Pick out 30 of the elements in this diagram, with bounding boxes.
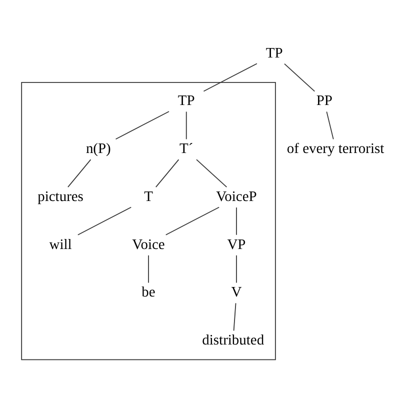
connector — [115, 111, 170, 140]
node-text: distributed — [202, 332, 264, 348]
connector — [203, 63, 258, 92]
connector — [284, 63, 316, 92]
connector — [236, 207, 237, 236]
node-text: of every terrorist — [286, 141, 384, 158]
connector — [165, 206, 220, 236]
connector — [155, 159, 180, 188]
connector — [236, 254, 237, 284]
node-text: T´ — [180, 141, 194, 158]
node-text: T — [144, 188, 153, 205]
node-text: will — [49, 236, 72, 253]
connector — [186, 111, 187, 140]
node-text: TP — [178, 93, 195, 110]
node-text: PP — [316, 93, 332, 110]
connector — [148, 254, 149, 284]
cluster — [21, 82, 276, 360]
connector — [68, 159, 92, 188]
connector — [233, 302, 236, 332]
node-text: n(P) — [86, 141, 111, 158]
node-text: Voice — [132, 236, 165, 253]
node-text: V — [231, 284, 242, 301]
node-text: VP — [227, 236, 246, 253]
node-text: VoiceP — [216, 188, 257, 205]
node-text: TP — [266, 45, 283, 62]
node-text: pictures — [38, 188, 84, 205]
connector — [326, 111, 334, 140]
node-text: be — [142, 284, 156, 301]
connector — [77, 206, 132, 236]
connector — [196, 159, 228, 188]
